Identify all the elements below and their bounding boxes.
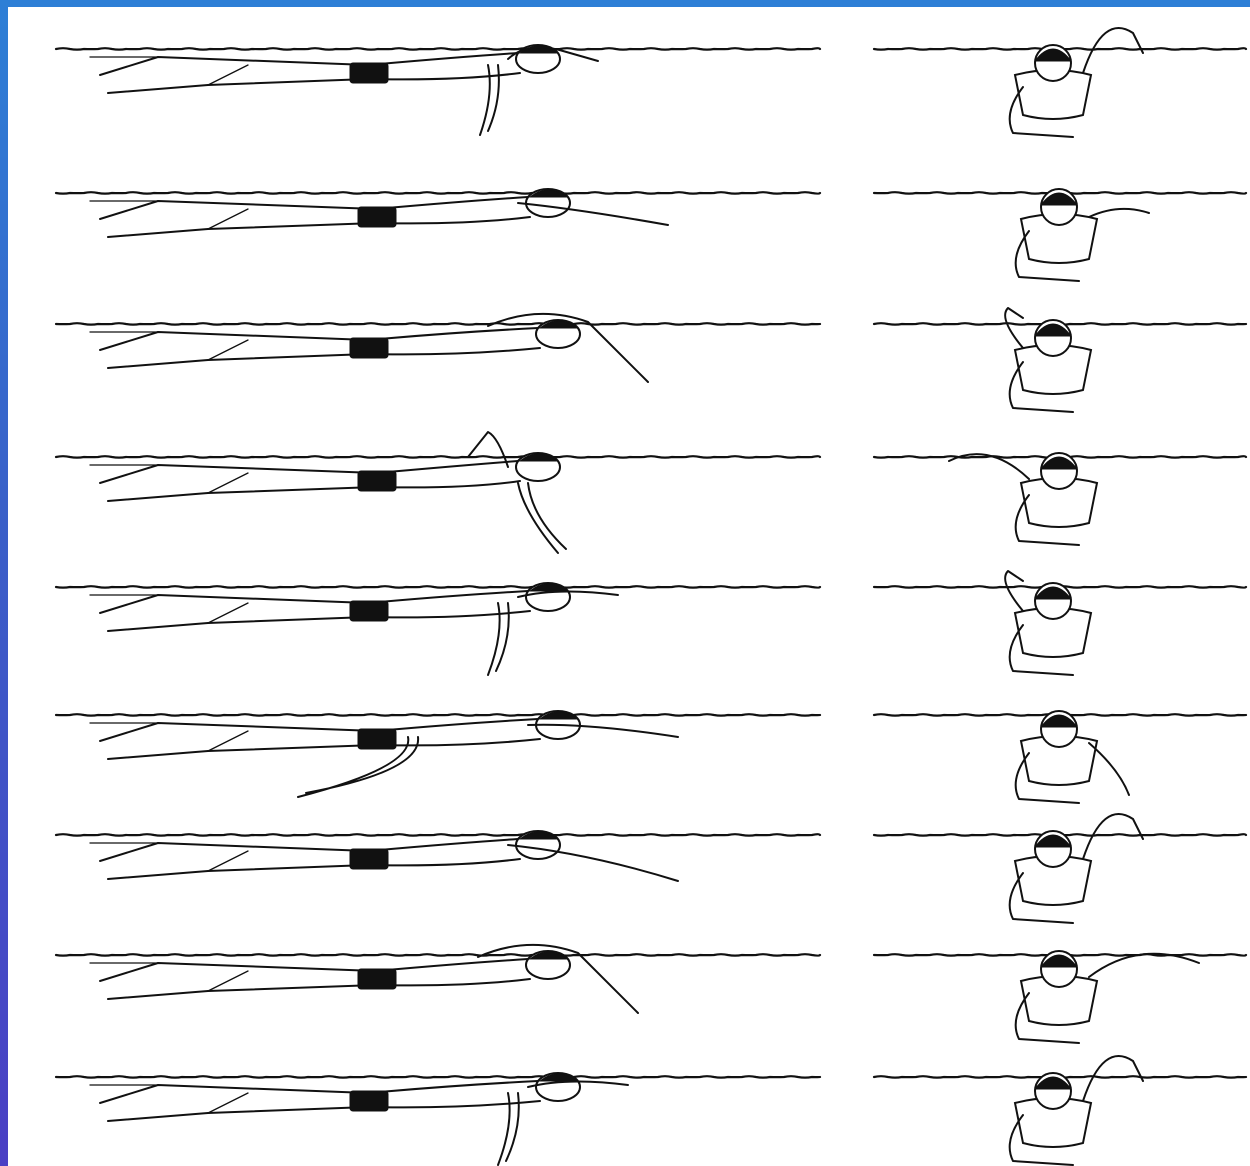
side-view-swimmer xyxy=(56,189,820,237)
front-view-swimmer xyxy=(874,711,1246,803)
front-view-swimmer xyxy=(874,1056,1246,1165)
swim-trunks xyxy=(350,1091,388,1111)
water-line xyxy=(56,456,820,457)
side-view-swimmer xyxy=(56,831,820,881)
front-arm xyxy=(1089,954,1199,977)
water-line xyxy=(56,1076,820,1077)
legs xyxy=(100,332,368,368)
torso xyxy=(368,839,520,865)
front-view-swimmer xyxy=(874,571,1246,675)
front-arm xyxy=(1005,571,1023,611)
front-view-swimmer xyxy=(874,189,1246,281)
torso xyxy=(376,959,530,985)
front-arm xyxy=(1005,308,1023,348)
side-view-swimmer xyxy=(56,583,820,675)
water-line xyxy=(56,586,820,587)
swim-trunks xyxy=(358,969,396,989)
swim-trunks xyxy=(350,63,388,83)
legs xyxy=(100,843,368,879)
torso xyxy=(368,328,540,354)
legs xyxy=(100,201,376,237)
torso xyxy=(376,197,530,223)
front-view-column xyxy=(874,28,1246,1165)
side-view-swimmer xyxy=(56,711,820,797)
torso xyxy=(376,461,520,487)
front-arm xyxy=(1083,1056,1143,1101)
front-arm xyxy=(1089,209,1149,217)
side-view-swimmer xyxy=(56,314,820,382)
swim-trunks xyxy=(358,471,396,491)
legs xyxy=(100,723,376,759)
water-line xyxy=(56,714,820,715)
swim-trunks xyxy=(350,849,388,869)
front-view-swimmer xyxy=(874,814,1246,923)
legs xyxy=(100,595,368,631)
water-line xyxy=(56,48,820,49)
water-line xyxy=(56,834,820,835)
legs xyxy=(100,963,376,999)
front-view-swimmer xyxy=(874,951,1246,1043)
side-view-swimmer xyxy=(56,45,820,135)
side-view-swimmer xyxy=(56,432,820,553)
front-view-swimmer xyxy=(874,28,1246,137)
swim-trunks xyxy=(358,729,396,749)
front-view-swimmer xyxy=(874,453,1246,545)
torso xyxy=(368,591,530,617)
legs xyxy=(100,57,368,93)
illustration-panel xyxy=(8,7,1250,1166)
water-line xyxy=(56,323,820,324)
water-line xyxy=(56,954,820,955)
side-view-column xyxy=(56,45,820,1165)
front-view-swimmer xyxy=(874,308,1246,412)
torso xyxy=(368,1081,540,1107)
legs xyxy=(100,465,376,501)
legs xyxy=(100,1085,368,1121)
swim-trunks xyxy=(350,338,388,358)
swim-trunks xyxy=(358,207,396,227)
side-view-swimmer xyxy=(56,945,820,1013)
side-view-swimmer xyxy=(56,1073,820,1165)
swim-stroke-sequence xyxy=(8,7,1250,1166)
swim-trunks xyxy=(350,601,388,621)
pull-arm xyxy=(518,483,566,553)
water-line xyxy=(56,192,820,193)
torso xyxy=(376,719,540,745)
